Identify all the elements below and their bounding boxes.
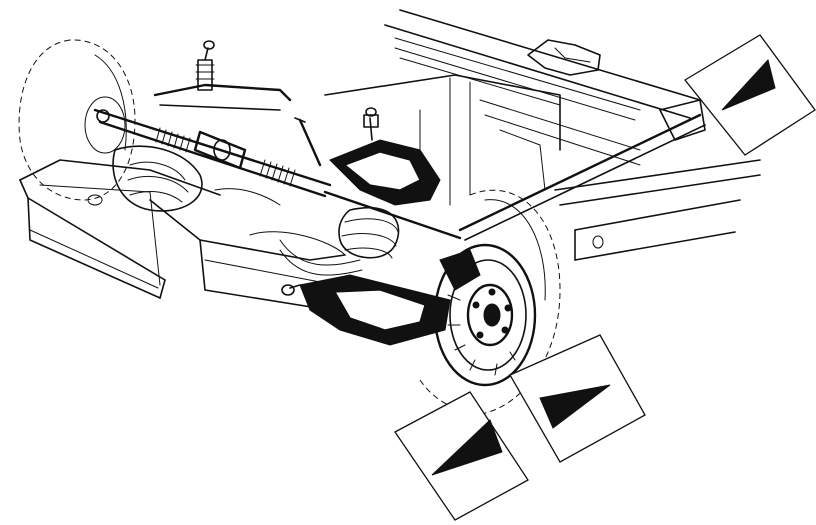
left-upper-control-arm xyxy=(153,40,292,111)
right-lower-control-arm xyxy=(281,274,451,346)
direction-marker-bottom-left xyxy=(394,391,529,521)
brake-lines xyxy=(214,188,363,276)
front-cross-member xyxy=(19,145,346,311)
stabilizer-rod xyxy=(458,99,706,241)
coil-spring xyxy=(249,207,400,259)
left-wheel-outline xyxy=(18,39,136,201)
direction-marker-top-right xyxy=(684,34,816,156)
chassis-floor-pan xyxy=(324,9,761,261)
right-wheel-brake-assembly xyxy=(419,189,561,416)
direction-marker-bottom-middle xyxy=(509,334,646,463)
right-upper-control-arm xyxy=(294,107,441,206)
